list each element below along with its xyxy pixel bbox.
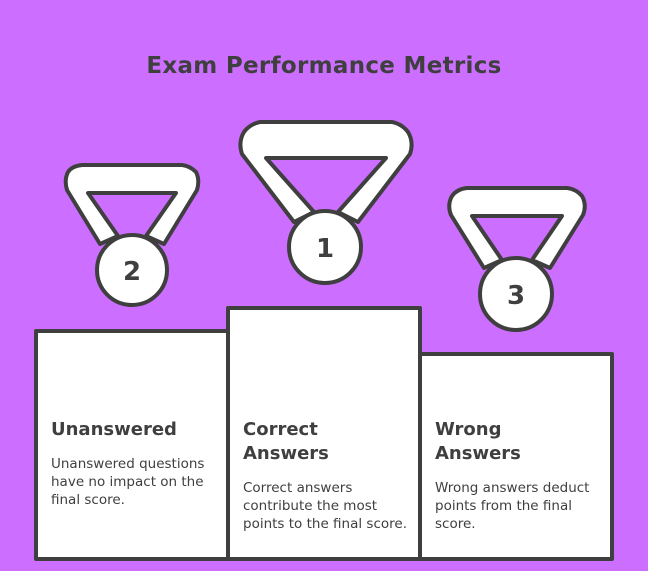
card-description: Wrong answers deduct points from the fin… [435,480,590,532]
card-heading: Wrong Answers [435,419,521,464]
podium-card-correct-answers: Correct Answers Correct answers contribu… [243,418,411,533]
medal-rank-label: 2 [123,257,141,287]
podium-card-wrong-answers: Wrong Answers Wrong answers deduct point… [435,418,603,533]
diagram-title: Exam Performance Metrics [146,53,502,79]
podium-card-unanswered: Unanswered Unanswered questions have no … [51,418,223,509]
podium-block-first [226,306,422,561]
medal-rank-label: 1 [316,234,334,264]
medal-rank-label: 3 [507,281,525,311]
medal-disc-icon [287,209,363,285]
medal-first: 1 [238,120,414,285]
medal-third: 3 [447,186,587,332]
card-description: Unanswered questions have no impact on t… [51,456,205,508]
card-description: Correct answers contribute the most poin… [243,480,407,532]
medal-ribbon-icon [63,163,201,246]
medal-ribbon-icon [238,120,414,224]
medal-disc-icon [478,256,554,332]
medal-disc-icon [95,233,169,307]
podium-blocks [34,306,614,561]
podium-block-second [34,329,231,561]
card-heading: Correct Answers [243,419,329,464]
medal-ribbon-icon [447,186,587,270]
podium-block-third [418,352,614,561]
medal-second: 2 [63,163,201,307]
card-heading: Unanswered [51,419,177,440]
